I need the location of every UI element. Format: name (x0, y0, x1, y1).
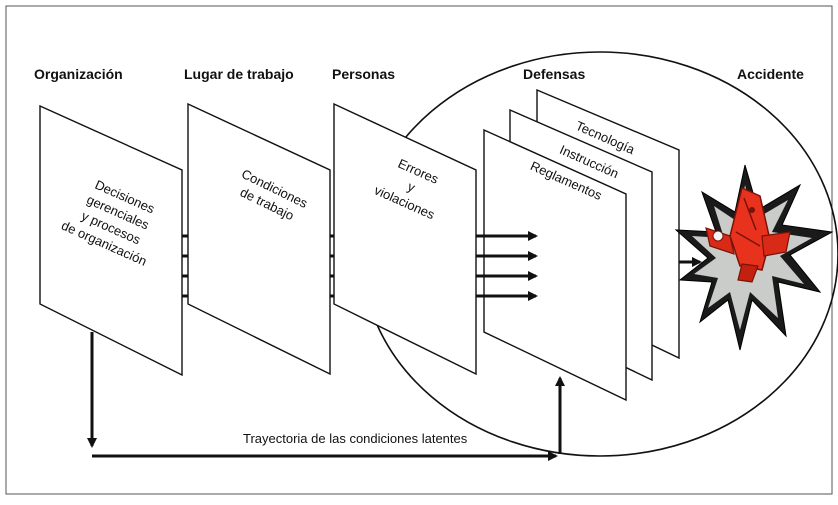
header-defensas: Defensas (523, 66, 585, 82)
header-accidente: Accidente (737, 66, 804, 82)
crashed-aircraft-icon (705, 186, 791, 283)
header-personas: Personas (332, 66, 395, 82)
arrows-personas-to-defensas (476, 231, 538, 301)
latent-trajectory (87, 332, 565, 461)
panel-personas (333, 102, 477, 376)
panel-lugar-de-trabajo (187, 102, 331, 376)
header-lugar-de-trabajo: Lugar de trabajo (184, 66, 294, 82)
trajectory-label: Trayectoria de las condiciones latentes (243, 431, 468, 446)
header-organizacion: Organización (34, 66, 123, 82)
explosion-icon (674, 164, 834, 351)
outer-frame (5, 5, 833, 495)
panel-reglamentos (483, 128, 627, 402)
panel-organizacion (39, 104, 183, 377)
